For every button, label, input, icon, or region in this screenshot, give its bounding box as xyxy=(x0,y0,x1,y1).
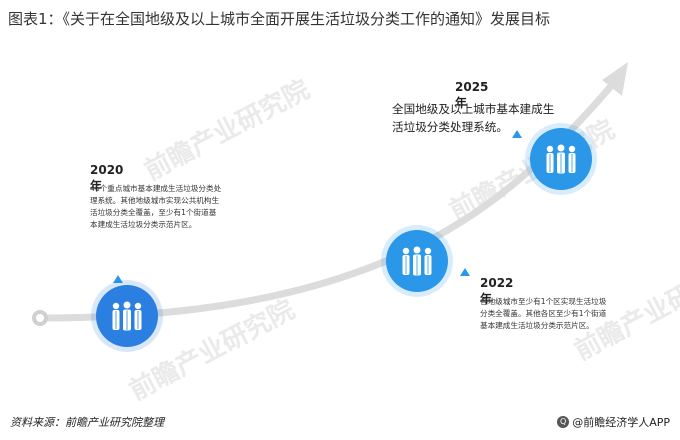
people-group-icon xyxy=(546,144,576,174)
milestone-description: 各地级城市至少有1个区实现生活垃圾 分类全覆盖。其他各区至少有1个街道 基本建成… xyxy=(480,297,607,330)
milestone-circle xyxy=(386,230,448,292)
milestone-description: 全国地级及以上城市基本建成生 活垃圾分类处理系统。 xyxy=(392,102,555,134)
people-group-icon xyxy=(112,301,142,331)
milestone-year: 2022年 xyxy=(480,276,514,306)
source-note: 资料来源：前瞻产业研究院整理 xyxy=(10,416,164,429)
qianzhan-logo-icon: Q xyxy=(557,416,570,428)
arrow-head-icon xyxy=(602,62,628,96)
brand-credit: Q @前瞻经济学人APP xyxy=(557,414,670,430)
pointer-icon xyxy=(512,130,522,138)
milestone-year: 2020年 xyxy=(90,163,124,193)
chart-title: 图表1：《关于在全国地级及以上城市全面开展生活垃圾分类工作的通知》发展目标 xyxy=(8,10,551,28)
start-dot-icon xyxy=(32,310,48,326)
brand-label: @前瞻经济学人APP xyxy=(572,416,670,429)
pointer-icon xyxy=(460,268,470,276)
milestone-description: 46个重点城市基本建成生活垃圾分类处 理系统。其他地级城市实现公共机构生 活垃圾… xyxy=(90,184,222,229)
people-group-icon xyxy=(402,246,432,276)
pointer-icon xyxy=(113,275,123,283)
milestone-circle xyxy=(96,285,158,347)
milestone-circle xyxy=(530,128,592,190)
milestone-year: 2025年 xyxy=(455,80,489,110)
